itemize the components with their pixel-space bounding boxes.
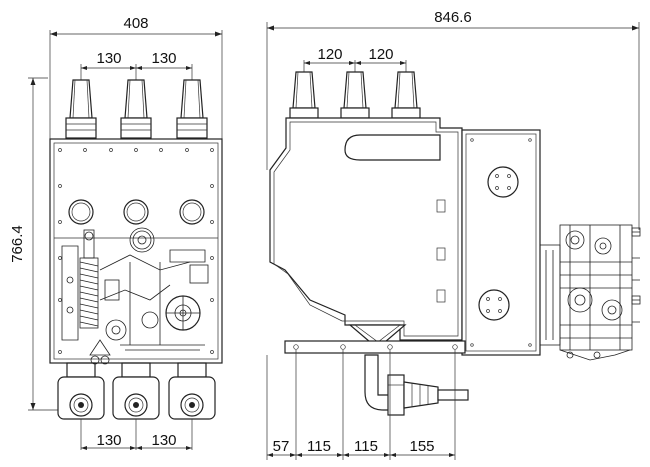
side-cable-connector [364,354,469,416]
side-bottom-dim-155: 155 [409,438,434,455]
front-height-label: 766.4 [9,225,26,263]
side-top-pitch-right-label: 120 [368,46,393,63]
front-view: 408 130 130 766.4 [9,15,223,450]
side-view: 846.6 120 120 [266,9,641,460]
side-overall-width-label: 846.6 [434,9,472,26]
front-panel [49,138,223,364]
front-panel-bolts [58,148,214,354]
side-top-pitch-left-label: 120 [317,46,342,63]
front-top-bushings [65,79,208,139]
front-bottom-pitch-dimension: 130 130 [80,419,193,450]
side-cabinet [461,129,541,356]
side-base-rail [284,340,466,354]
side-top-bushings [289,71,421,119]
side-bottom-dimension: 57 115 115 155 [266,350,456,460]
front-overall-width-label: 408 [123,15,148,32]
front-bushing-center [120,79,152,139]
front-top-pitch-left-label: 130 [96,50,121,67]
front-height-dimension: 766.4 [9,77,60,411]
front-width-dimension: 408 [49,15,223,140]
front-top-pitch-dimension: 130 130 [80,50,193,80]
side-bottom-dim-57: 57 [273,438,290,455]
front-bushing-left [65,79,97,139]
side-width-dimension: 846.6 [266,9,640,230]
front-terminal-center [112,362,160,420]
side-top-pitch-dimension: 120 120 [303,46,407,74]
front-mechanism [61,227,209,365]
front-bushing-right [176,79,208,139]
side-housing [269,117,463,343]
side-mechanism [539,224,641,361]
front-terminal-left [57,362,105,420]
front-terminal-right [168,362,216,420]
side-bottom-dim-115-b: 115 [354,438,378,455]
front-bottom-terminals [57,362,216,420]
front-bottom-pitch-left-label: 130 [96,432,121,449]
front-top-pitch-right-label: 130 [151,50,176,67]
side-bottom-dim-115-a: 115 [307,438,331,455]
front-bottom-pitch-right-label: 130 [151,432,176,449]
